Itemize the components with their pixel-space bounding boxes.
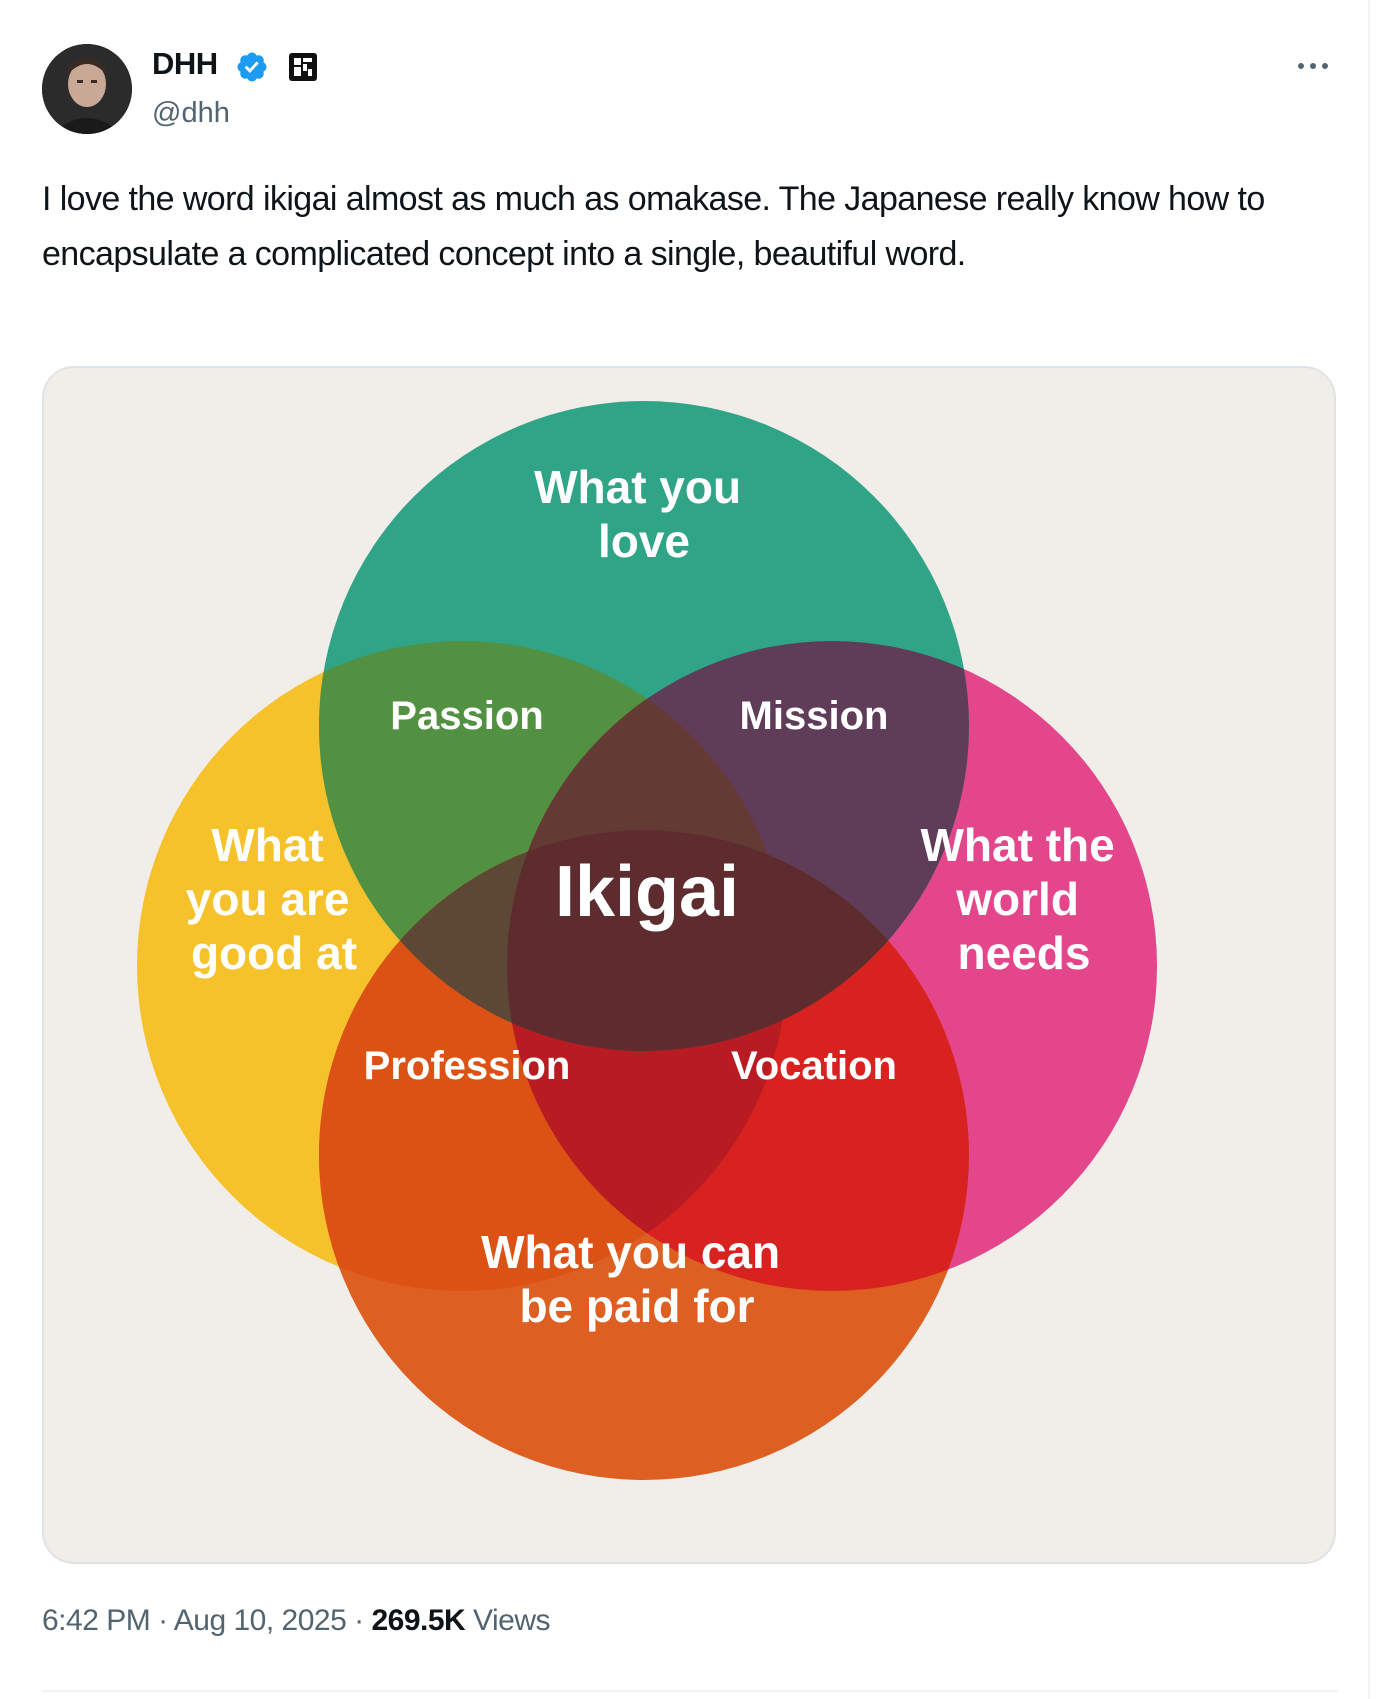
tweet-meta: 6:42 PM · Aug 10, 2025 · 269.5K Views	[42, 1604, 551, 1638]
views-label: Views	[473, 1604, 551, 1637]
views-count: 269.5K	[371, 1604, 466, 1637]
affiliate-badge-icon[interactable]	[288, 52, 318, 82]
meta-separator: ·	[158, 1604, 168, 1637]
label-paid-for: What you can be paid for	[481, 1226, 793, 1332]
tweet-text: I love the word ikigai almost as much as…	[42, 180, 1265, 273]
author-name[interactable]: DHH	[152, 46, 218, 81]
label-love: What you love	[534, 461, 754, 567]
divider	[42, 1690, 1338, 1692]
more-dot	[1322, 63, 1328, 69]
more-dot	[1310, 63, 1316, 69]
tweet-time[interactable]: 6:42 PM	[42, 1604, 151, 1637]
label-passion: Passion	[390, 694, 543, 738]
overlap-love-good-needs	[507, 641, 787, 1051]
tweet-image[interactable]: What you love What you are good at What …	[42, 366, 1336, 1564]
avatar[interactable]	[42, 44, 132, 134]
label-world-needs: What the world needs	[921, 819, 1128, 979]
verified-badge-icon[interactable]	[235, 50, 269, 84]
label-ikigai: Ikigai	[555, 852, 739, 932]
author-handle[interactable]: @dhh	[152, 97, 230, 129]
profile-photo-icon	[42, 44, 132, 134]
label-profession: Profession	[364, 1044, 571, 1088]
more-options-button[interactable]	[1288, 44, 1338, 88]
more-horizontal-icon	[1298, 63, 1304, 69]
label-vocation: Vocation	[731, 1044, 897, 1088]
label-good-at: What you are good at	[186, 819, 362, 979]
meta-separator: ·	[354, 1604, 364, 1637]
label-mission: Mission	[740, 694, 889, 738]
tweet-card: DHH @dhh I love the word ikigai almost a…	[42, 0, 1370, 1699]
tweet-date[interactable]: Aug 10, 2025	[173, 1604, 347, 1637]
ikigai-venn-diagram: What you love What you are good at What …	[44, 368, 1334, 1562]
overlap-center	[507, 830, 969, 1051]
